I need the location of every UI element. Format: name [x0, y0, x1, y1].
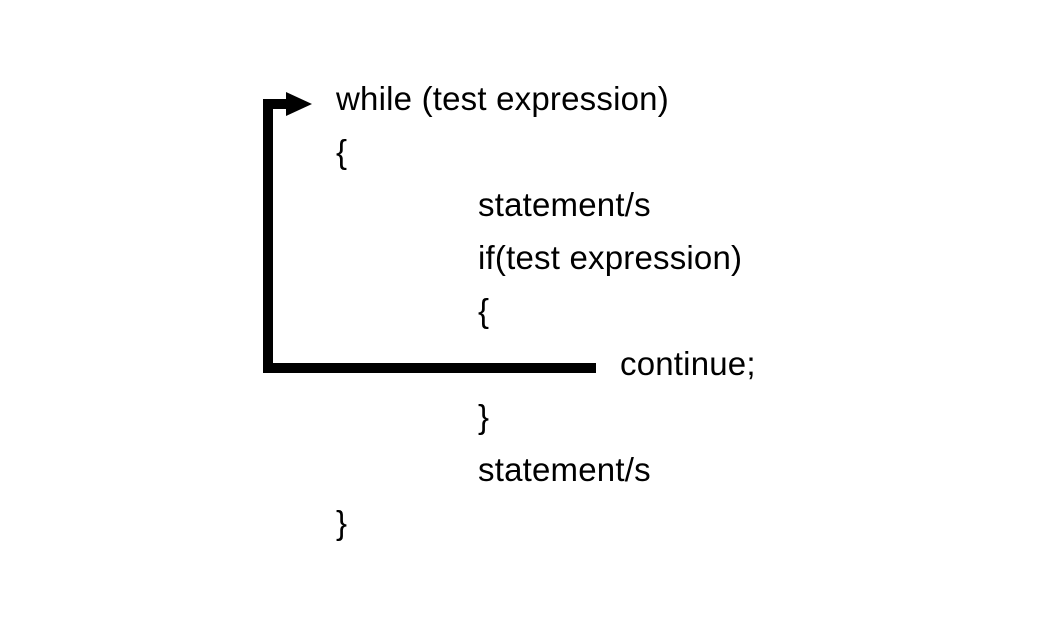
if-open-brace: {: [478, 292, 490, 329]
while-open-brace: {: [336, 133, 348, 170]
continue-keyword: continue;: [620, 345, 756, 382]
arrow-path: [263, 99, 596, 373]
if-close-brace: }: [478, 398, 490, 435]
if-statement: if(test expression): [478, 239, 743, 276]
while-close-brace: }: [336, 504, 348, 541]
while-statement: while (test expression): [336, 80, 669, 117]
arrow-head-icon: [286, 92, 312, 116]
loop-body-statement-2: statement/s: [478, 451, 651, 488]
loop-body-statement-1: statement/s: [478, 186, 651, 223]
